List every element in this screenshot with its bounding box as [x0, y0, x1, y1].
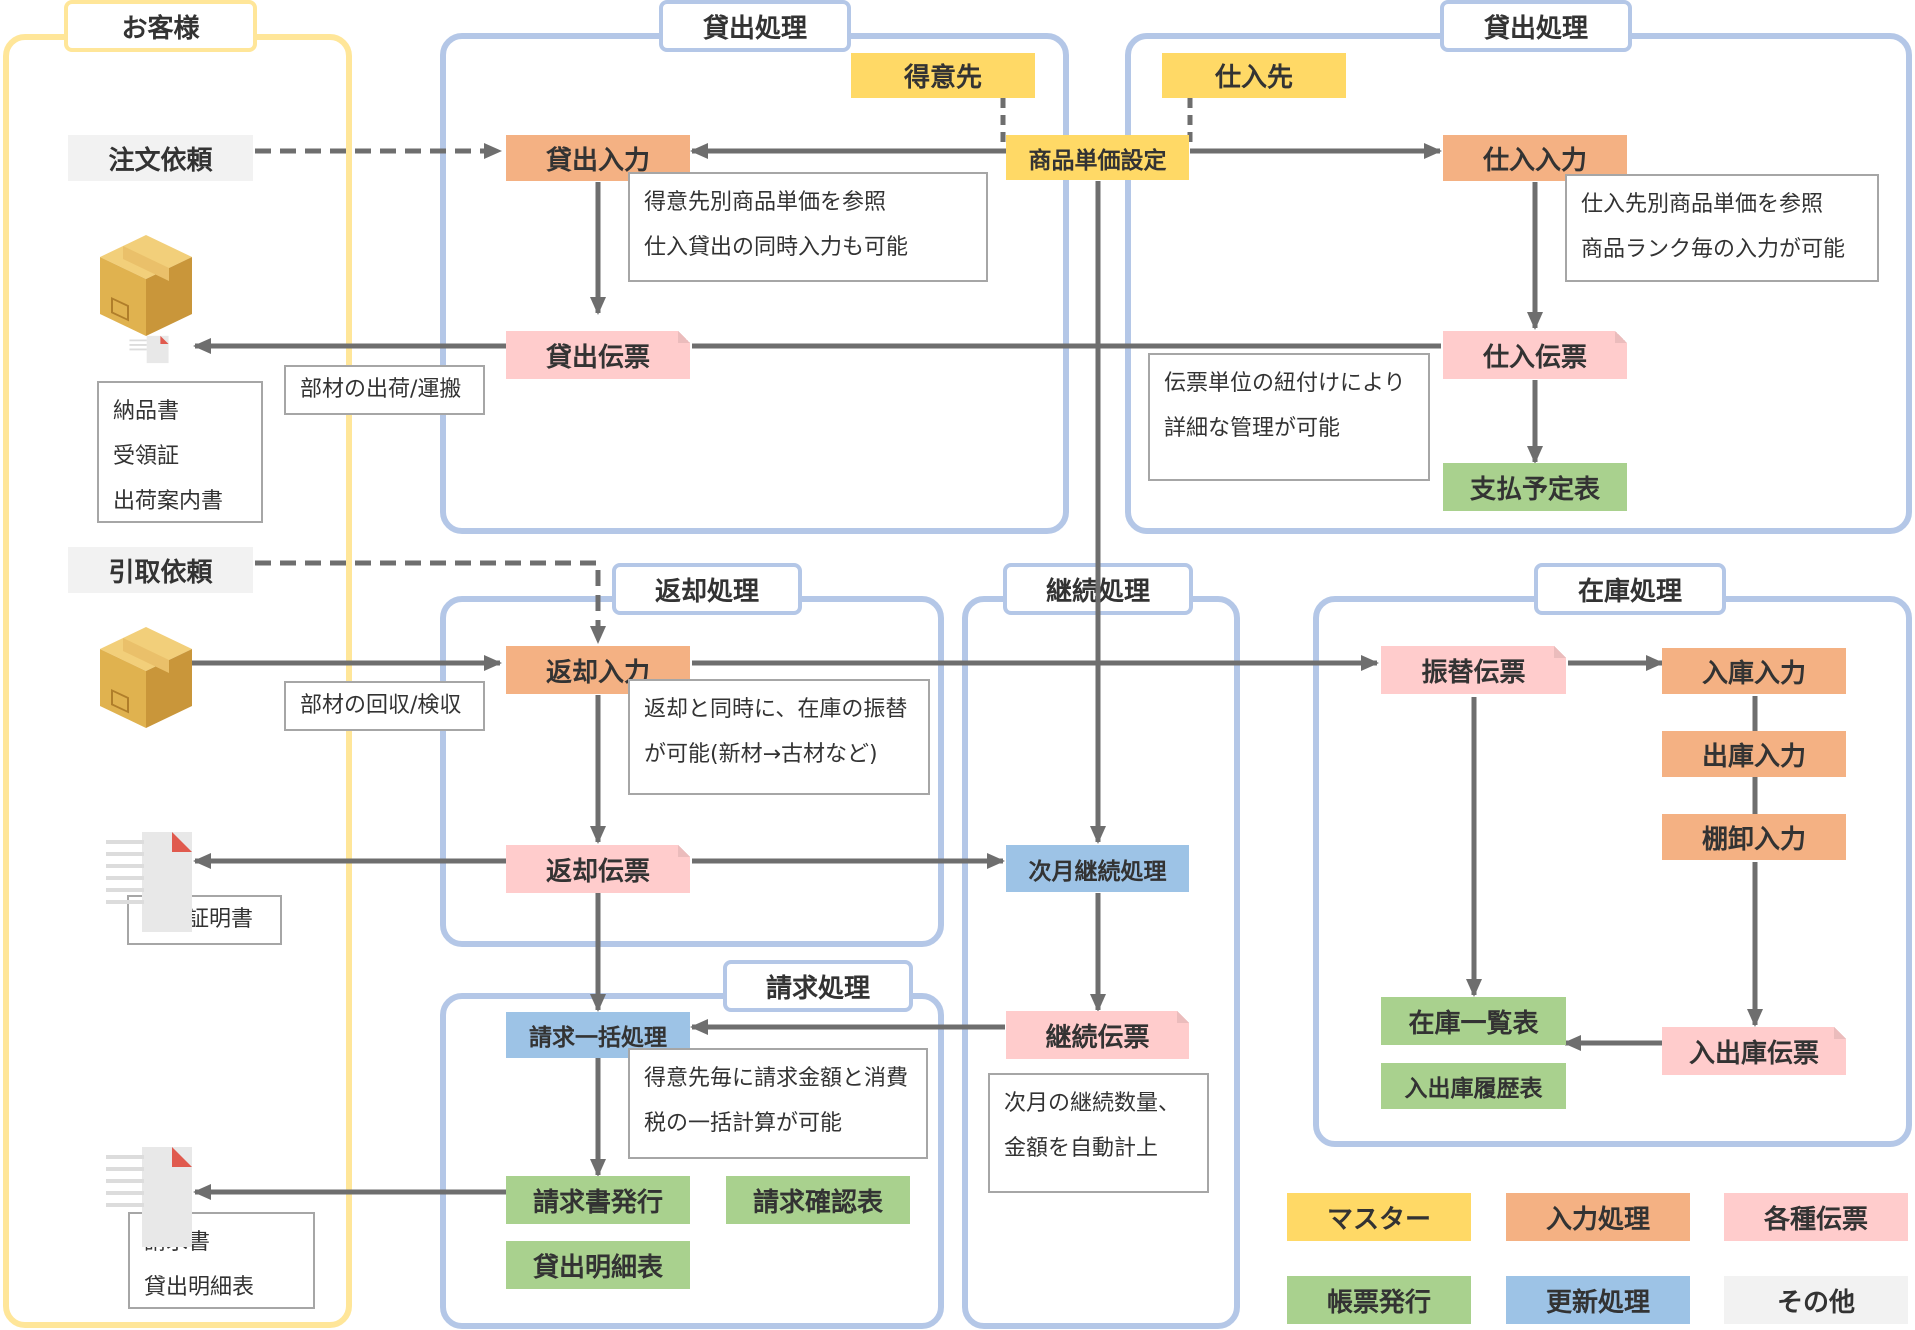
continuation-slip-node[interactable]: 継続伝票 — [1006, 1011, 1189, 1059]
note-line: 伝票単位の紐付けにより — [1164, 371, 1406, 396]
note-line: 仕入貸出の同時入力も可能 — [644, 235, 909, 260]
lending-detail-node[interactable]: 貸出明細表 — [506, 1241, 690, 1289]
legend-slip: 各種伝票 — [1724, 1193, 1908, 1241]
note-line: 金額を自動計上 — [1004, 1136, 1159, 1161]
return-input-note: 返却と同時に、在庫の振替 が可能(新材→古材など) — [628, 679, 930, 795]
pickup-request-arrow — [255, 560, 606, 644]
customer-title: お客様 — [64, 0, 257, 52]
cardboard-box-icon — [100, 235, 192, 336]
note-line: 仕入先別商品単価を参照 — [1581, 192, 1824, 217]
pickup-request-node[interactable]: 引取依頼 — [68, 547, 253, 593]
note-line: 返却と同時に、在庫の振替 — [644, 697, 908, 722]
lending-input-node[interactable]: 貸出入力 — [506, 135, 690, 181]
note-line: 次月の継続数量、 — [1004, 1091, 1181, 1116]
note-line: 貸出明細表 — [144, 1275, 255, 1300]
lending-title-left: 貸出処理 — [659, 0, 851, 52]
continuation-frame — [962, 596, 1240, 1329]
invoice-issue-node[interactable]: 請求書発行 — [506, 1176, 690, 1224]
stock-inout-slip-node[interactable]: 入出庫伝票 — [1662, 1027, 1846, 1075]
note-line: 部材の回収/検収 — [300, 693, 462, 718]
shipping-note: 部材の出荷/運搬 — [284, 365, 485, 415]
lending-frame-left — [440, 33, 1069, 534]
document-icon — [106, 1147, 192, 1247]
billing-note: 得意先毎に請求金額と消費 税の一括計算が可能 — [628, 1048, 928, 1159]
order-request-node[interactable]: 注文依頼 — [68, 135, 253, 181]
legend-master: マスター — [1287, 1193, 1471, 1241]
stock-in-input-node[interactable]: 入庫入力 — [1662, 648, 1846, 694]
legend-report: 帳票発行 — [1287, 1276, 1471, 1324]
inventory-title: 在庫処理 — [1534, 563, 1726, 615]
invoice-docs-note: 請求書 貸出明細表 — [128, 1212, 315, 1309]
note-line: 出荷案内書 — [113, 489, 224, 514]
return-slip-node[interactable]: 返却伝票 — [506, 845, 690, 893]
note-line: が可能(新材→古材など) — [644, 742, 878, 767]
billing-confirm-node[interactable]: 請求確認表 — [726, 1176, 910, 1224]
collection-note: 部材の回収/検収 — [284, 681, 485, 731]
legend-update: 更新処理 — [1506, 1276, 1690, 1324]
cardboard-box-icon — [100, 627, 192, 728]
stock-list-node[interactable]: 在庫一覧表 — [1381, 997, 1566, 1045]
purchase-input-note: 仕入先別商品単価を参照 商品ランク毎の入力が可能 — [1565, 174, 1879, 282]
continuation-note: 次月の継続数量、 金額を自動計上 — [988, 1073, 1209, 1193]
note-line: 納品書 — [113, 399, 180, 424]
lending-slip-node[interactable]: 貸出伝票 — [506, 331, 690, 379]
document-icon — [129, 335, 169, 364]
note-line: 受領証 — [113, 444, 180, 469]
transfer-slip-node[interactable]: 振替伝票 — [1381, 646, 1566, 694]
document-icon — [106, 832, 192, 932]
next-month-process-node[interactable]: 次月継続処理 — [1006, 845, 1189, 892]
stock-out-input-node[interactable]: 出庫入力 — [1662, 731, 1846, 777]
legend-other: その他 — [1724, 1276, 1908, 1324]
note-line: 部材の出荷/運搬 — [300, 377, 462, 402]
legend-input: 入力処理 — [1506, 1193, 1690, 1241]
purchase-input-node[interactable]: 仕入入力 — [1443, 135, 1627, 181]
payment-schedule-node[interactable]: 支払予定表 — [1443, 463, 1627, 511]
price-setting-node[interactable]: 商品単価設定 — [1006, 135, 1189, 180]
note-line: 詳細な管理が可能 — [1164, 416, 1341, 441]
lending-title-right: 貸出処理 — [1440, 0, 1632, 52]
customer-master-node[interactable]: 得意先 — [851, 53, 1035, 98]
note-line: 税の一括計算が可能 — [644, 1111, 843, 1136]
note-line: 商品ランク毎の入力が可能 — [1581, 237, 1846, 262]
note-line: 得意先別商品単価を参照 — [644, 190, 887, 215]
billing-title: 請求処理 — [723, 960, 913, 1012]
purchase-slip-node[interactable]: 仕入伝票 — [1443, 331, 1627, 379]
stocktake-input-node[interactable]: 棚卸入力 — [1662, 814, 1846, 860]
supplier-master-node[interactable]: 仕入先 — [1162, 53, 1346, 98]
stock-history-node[interactable]: 入出庫履歴表 — [1381, 1063, 1566, 1109]
slip-link-note: 伝票単位の紐付けにより 詳細な管理が可能 — [1148, 353, 1430, 481]
return-title: 返却処理 — [612, 563, 802, 615]
lending-input-note: 得意先別商品単価を参照 仕入貸出の同時入力も可能 — [628, 172, 988, 282]
delivery-docs-note: 納品書 受領証 出荷案内書 — [97, 381, 263, 523]
note-line: 得意先毎に請求金額と消費 — [644, 1066, 909, 1091]
